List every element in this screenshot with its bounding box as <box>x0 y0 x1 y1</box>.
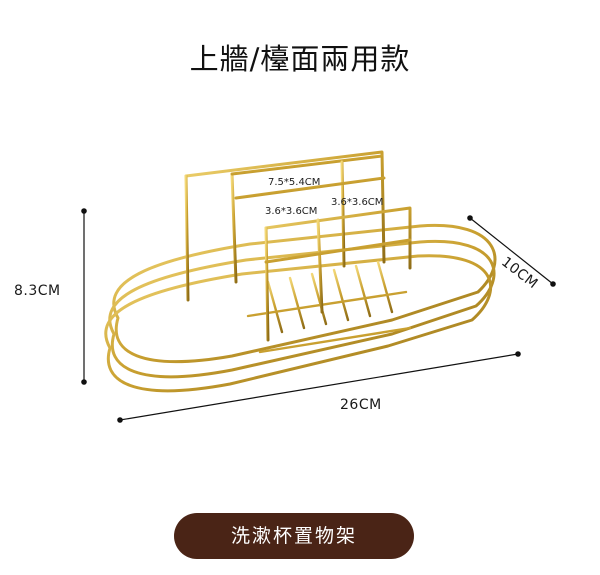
page-title: 上牆/檯面兩用款 <box>189 42 411 76</box>
rack-frame <box>104 150 497 393</box>
width-dimension-label: 26CM <box>340 397 382 413</box>
product-name-badge: 洗漱杯置物架 <box>174 513 414 559</box>
small-compartment-left-label: 3.6*3.6CM <box>265 206 318 217</box>
dimension-lines <box>81 208 556 423</box>
top-compartment-label: 7.5*5.4CM <box>268 177 321 188</box>
height-dimension-label: 8.3CM <box>14 283 61 299</box>
small-compartment-right-label: 3.6*3.6CM <box>331 197 384 208</box>
